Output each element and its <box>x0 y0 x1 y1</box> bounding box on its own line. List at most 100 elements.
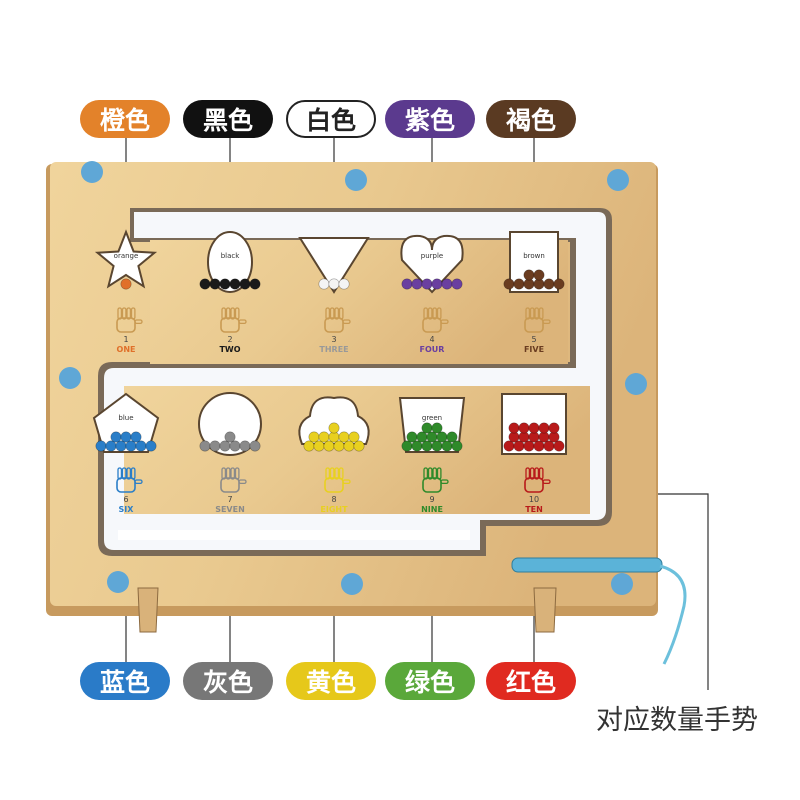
slot-numeral-word: ONE <box>117 345 136 354</box>
shape-slots: orange1ONEblack2TWO3THREEpurple4FOURbrow… <box>92 229 567 514</box>
gesture-caption: 对应数量手势 <box>596 705 758 736</box>
bead <box>333 440 345 452</box>
slot-number: 2 <box>227 335 232 344</box>
bead <box>229 440 241 452</box>
hand-gesture-icon <box>220 467 247 493</box>
label-blue: 蓝色 <box>80 662 170 700</box>
right-stand <box>533 587 557 633</box>
bead <box>343 440 355 452</box>
slot-color-word: brown <box>523 252 545 260</box>
label-purple-text: 紫色 <box>404 106 455 135</box>
hand-gesture-icon <box>324 307 351 333</box>
bead <box>503 440 515 452</box>
bead <box>323 440 335 452</box>
bead <box>503 278 515 290</box>
bead <box>353 440 365 452</box>
hand-gesture-icon <box>422 307 449 333</box>
slot-numeral-word: TEN <box>525 505 543 514</box>
bead <box>533 440 545 452</box>
peg <box>611 573 633 595</box>
peg <box>81 161 103 183</box>
bead <box>431 278 443 290</box>
magnetic-wand <box>511 557 663 573</box>
hand-gesture-icon <box>422 467 449 493</box>
oval-slot <box>207 231 253 293</box>
bead <box>421 278 433 290</box>
wooden-board <box>46 162 658 616</box>
bead <box>553 440 565 452</box>
bead <box>518 422 530 434</box>
label-purple: 紫色 <box>385 100 475 138</box>
hand-gesture-icon <box>324 467 351 493</box>
bead <box>528 422 540 434</box>
bead <box>135 440 147 452</box>
slot-color-word: black <box>221 252 241 260</box>
label-green-text: 绿色 <box>404 668 455 697</box>
bead <box>110 431 122 443</box>
bead <box>219 278 231 290</box>
bead <box>538 422 550 434</box>
bead <box>120 431 132 443</box>
bead <box>115 440 127 452</box>
bead <box>303 440 315 452</box>
heart-slot <box>400 234 464 294</box>
bead <box>145 440 157 452</box>
slot-color-word: green <box>422 414 442 422</box>
slot-number: 10 <box>529 495 539 504</box>
bead <box>441 440 453 452</box>
hand-gesture-icon <box>524 307 551 333</box>
slot-numeral-word: FOUR <box>420 345 445 354</box>
bead <box>523 440 535 452</box>
slot-number: 8 <box>331 495 336 504</box>
bead <box>513 278 525 290</box>
label-white: 白色 <box>286 100 376 138</box>
bead <box>553 278 565 290</box>
bead <box>533 269 545 281</box>
bead <box>224 431 236 443</box>
bead <box>513 440 525 452</box>
bead <box>209 440 221 452</box>
bead <box>318 278 330 290</box>
peg <box>345 169 367 191</box>
peg <box>607 169 629 191</box>
slot-number: 9 <box>429 495 434 504</box>
star-slot <box>94 229 158 289</box>
label-yellow: 黄色 <box>286 662 376 700</box>
bead <box>431 422 443 434</box>
track-highlight <box>118 530 470 540</box>
label-black: 黑色 <box>183 100 273 138</box>
bead <box>426 431 438 443</box>
label-blue-text: 蓝色 <box>99 668 150 697</box>
slot-numeral-word: TWO <box>219 345 240 354</box>
bead <box>199 278 211 290</box>
label-orange-text: 橙色 <box>99 106 150 135</box>
triangle-slot <box>298 237 370 294</box>
slot-numeral-word: SIX <box>119 505 135 514</box>
bead <box>199 440 211 452</box>
peg <box>59 367 81 389</box>
label-red: 红色 <box>486 662 576 700</box>
slot-color-word: orange <box>114 252 139 260</box>
bead <box>421 422 433 434</box>
label-yellow-text: 黄色 <box>305 668 356 697</box>
bead <box>416 431 428 443</box>
bead <box>239 440 251 452</box>
label-white-text: 白色 <box>305 106 356 135</box>
label-gray: 灰色 <box>183 662 273 700</box>
bead <box>508 422 520 434</box>
bead <box>318 431 330 443</box>
bead <box>548 422 560 434</box>
bead <box>401 440 413 452</box>
peg <box>625 373 647 395</box>
bead <box>401 278 413 290</box>
label-green: 绿色 <box>385 662 475 700</box>
bead <box>421 440 433 452</box>
hand-gesture-icon <box>116 467 143 493</box>
bead <box>411 278 423 290</box>
bead <box>523 269 535 281</box>
